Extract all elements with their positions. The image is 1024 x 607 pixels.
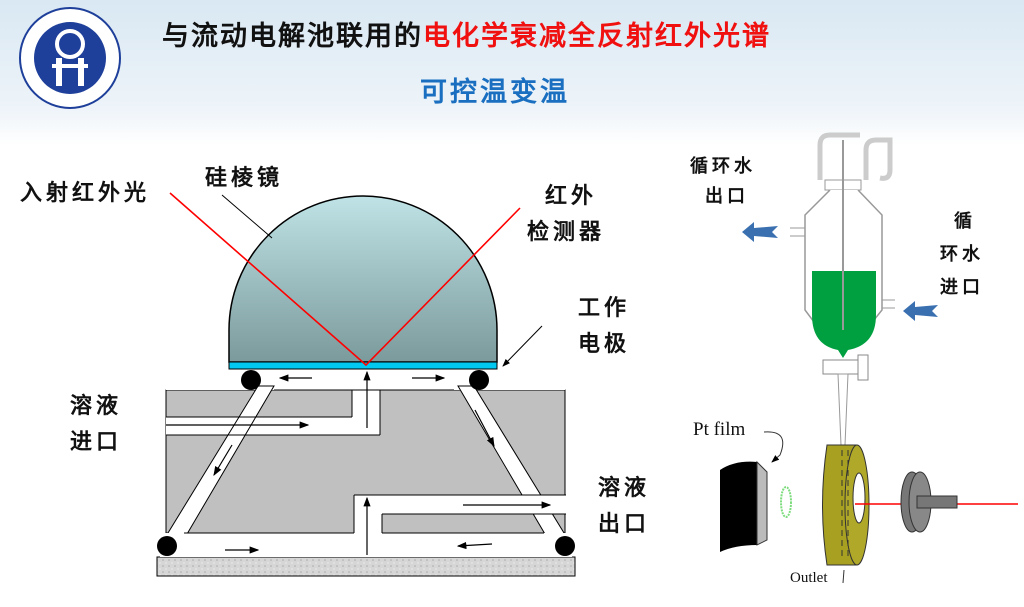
prism-leader <box>221 194 273 239</box>
temperature-controlled-reservoir <box>790 132 895 446</box>
detector-line2: 检测器 <box>527 219 606 245</box>
title-red-part: 电化学衰减全反射红外光谱 <box>423 21 771 52</box>
ir-beam <box>169 192 521 367</box>
water-in-label: 循环水进口 <box>940 205 984 304</box>
green-o-ring <box>780 486 792 518</box>
outlet-label: 溶液出口 <box>598 470 650 542</box>
electrode-leader <box>502 325 543 367</box>
outlet-line2: 出口 <box>598 511 651 537</box>
water-in-line1: 循 <box>954 211 976 232</box>
title-black-part: 与流动电解池联用的 <box>162 21 423 52</box>
pt-film-holder <box>720 431 784 552</box>
detector-label: 红外检测器 <box>527 178 605 250</box>
university-logo <box>19 7 121 109</box>
water-in-line3: 进口 <box>940 277 984 298</box>
electrode-line1: 工作 <box>578 295 631 321</box>
inlet-label: 溶液进口 <box>70 388 122 460</box>
ir-window-disc <box>900 471 958 533</box>
inlet-line1: 溶液 <box>70 393 123 419</box>
water-out-label: 循环水出口 <box>690 152 756 212</box>
page-title: 与流动电解池联用的电化学衰减全反射红外光谱 <box>162 14 771 53</box>
outlet-line1: 溶液 <box>598 475 651 501</box>
water-in-arrow <box>903 301 938 321</box>
inlet-line2: 进口 <box>70 429 123 455</box>
detector-line1: 红外 <box>545 183 598 209</box>
pt-film-label: Pt film <box>693 419 746 440</box>
water-out-line2: 出口 <box>705 186 749 207</box>
water-out-line1: 循环水 <box>690 156 756 177</box>
electrode-label: 工作电极 <box>578 290 630 362</box>
incident-ir-label: 入射红外光 <box>20 180 151 206</box>
page-subtitle: 可控温变温 <box>420 77 570 108</box>
electrochemical-cell <box>822 444 870 566</box>
electrode-line2: 电极 <box>578 331 631 357</box>
water-out-arrow <box>742 222 778 242</box>
outlet-tick <box>842 569 845 584</box>
flow-cell <box>156 370 576 577</box>
cell-outlet-label: Outlet <box>790 570 828 586</box>
silicon-prism <box>228 195 498 363</box>
prism-label: 硅棱镜 <box>205 165 284 191</box>
water-in-line2: 环水 <box>940 244 984 265</box>
